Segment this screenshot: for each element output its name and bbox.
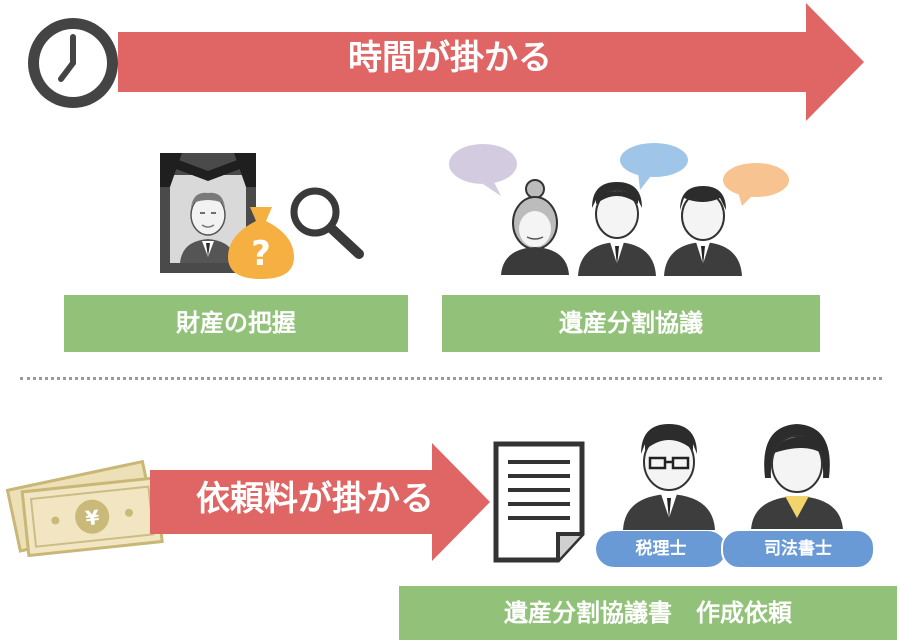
judicial-scrivener-icon	[751, 424, 843, 530]
document-icon	[493, 441, 585, 563]
speech-bubble-orange	[723, 163, 789, 206]
clock-icon	[28, 18, 118, 108]
speech-bubble-purple	[449, 144, 517, 196]
question-mark: ?	[251, 234, 271, 274]
assets-box: 財産の把握	[64, 295, 408, 352]
man-icon	[578, 182, 656, 276]
request-box: 遺産分割協議書 作成依頼	[399, 586, 897, 640]
magnifier-icon	[290, 187, 364, 259]
yen-symbol: ¥	[84, 505, 100, 530]
speech-bubble-blue	[620, 143, 688, 190]
judicial-scrivener-badge: 司法書士	[721, 529, 875, 569]
discussion-box: 遺産分割協議	[442, 295, 820, 352]
money-bag-icon: ?	[228, 207, 294, 279]
tax-accountant-badge: 税理士	[596, 531, 726, 567]
divider	[20, 377, 882, 380]
young-man-icon	[664, 186, 742, 276]
time-arrow-label: 時間が掛かる	[348, 38, 552, 78]
tax-accountant-icon	[623, 424, 715, 530]
fee-arrow	[150, 443, 490, 561]
money-bills-icon: ¥	[5, 459, 164, 558]
time-arrow	[118, 3, 864, 121]
fee-arrow-label: 依頼料が掛かる	[196, 479, 434, 519]
grandmother-icon	[501, 179, 569, 275]
